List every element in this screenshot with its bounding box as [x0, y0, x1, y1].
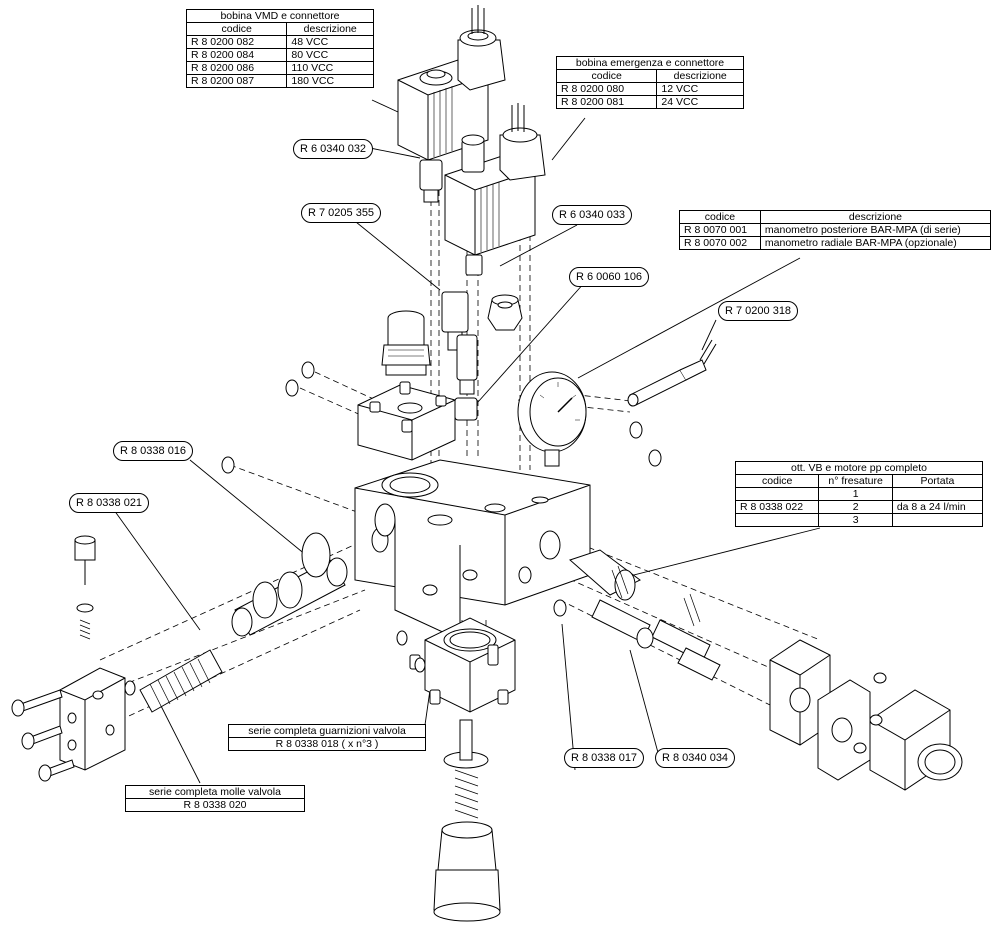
- table-bobina-vmd: bobina VMD e connettore codice descrizio…: [185, 9, 374, 88]
- column-header: codice: [734, 474, 820, 488]
- left-screws: [11, 535, 96, 782]
- bottom-fitting: [433, 719, 501, 922]
- column-header: Portata: [891, 474, 984, 488]
- callout-r-8-0338-016: R 8 0338 016: [113, 441, 194, 461]
- left-end-cap: [59, 667, 126, 771]
- cell-fresature: 1: [818, 487, 893, 501]
- column-header: codice: [185, 22, 288, 36]
- leader-lines: [113, 99, 821, 784]
- cell-codice: [734, 513, 820, 527]
- callout-r-8-0338-021: R 8 0338 021: [69, 493, 150, 513]
- cell-fresature: 2: [818, 500, 893, 514]
- solenoid-emergenza: [444, 103, 546, 276]
- callout-r-8-0338-017: R 8 0338 017: [564, 748, 645, 768]
- table-title: bobina emergenza e connettore: [556, 56, 744, 70]
- right-plate: [769, 639, 871, 781]
- cell-codice: R 8 0200 084: [185, 48, 288, 62]
- callout-r-7-0205-355: R 7 0205 355: [301, 203, 382, 223]
- callout-r-6-0060-106: R 6 0060 106: [569, 267, 650, 287]
- sensor: [627, 339, 717, 407]
- cell-codice: R 8 0200 081: [555, 95, 658, 109]
- callout-r-6-0340-033: R 6 0340 033: [552, 205, 633, 225]
- table-title: serie completa molle valvola: [125, 785, 305, 799]
- cell-descrizione: 24 VCC: [656, 95, 744, 109]
- small-screws: [124, 361, 662, 696]
- callout-r-8-0340-034: R 8 0340 034: [655, 748, 736, 768]
- table-motore: ott. VB e motore pp completo codice n° f…: [734, 461, 984, 527]
- callout-r-7-0200-318: R 7 0200 318: [718, 301, 799, 321]
- left-spool: [139, 503, 396, 713]
- cell-codice: R 8 0200 086: [185, 61, 288, 75]
- cell-descrizione: manometro posteriore BAR-MPA (di serie): [759, 223, 992, 237]
- cell-codice: R 8 0070 002: [679, 236, 761, 250]
- cell-descrizione: 180 VCC: [286, 74, 374, 88]
- pressure-gauge: [517, 371, 587, 467]
- manifold-body: [354, 459, 591, 641]
- fitting: [381, 310, 431, 376]
- column-header: codice: [555, 69, 658, 83]
- cell-descrizione: manometro radiale BAR-MPA (opzionale): [759, 236, 992, 250]
- table-title: bobina VMD e connettore: [186, 9, 374, 23]
- cell-portata: da 8 a 24 l/min: [891, 500, 984, 514]
- column-header: descrizione: [286, 22, 374, 36]
- column-header: n° fresature: [818, 474, 893, 488]
- cell-codice: R 8 0338 020: [125, 798, 305, 812]
- cell-descrizione: 12 VCC: [656, 82, 744, 96]
- cell-descrizione: 48 VCC: [286, 35, 374, 49]
- right-spool: [569, 549, 721, 681]
- cell-fresature: 3: [818, 513, 893, 527]
- column-header: descrizione: [759, 210, 992, 224]
- table-guarnizioni: serie completa guarnizioni valvola R 8 0…: [228, 724, 426, 751]
- cell-codice: R 8 0200 080: [555, 82, 658, 96]
- table-molle: serie completa molle valvola R 8 0338 02…: [125, 785, 305, 812]
- bottom-plate: [409, 617, 516, 713]
- solenoid-vmd: [397, 5, 506, 203]
- callout-r-6-0340-032: R 6 0340 032: [293, 139, 374, 159]
- cell-codice: [734, 487, 820, 501]
- column-header: descrizione: [656, 69, 744, 83]
- table-bobina-emergenza: bobina emergenza e connettore codice des…: [555, 56, 744, 109]
- cell-codice: R 8 0200 087: [185, 74, 288, 88]
- cell-codice: R 8 0200 082: [185, 35, 288, 49]
- cartridge-valves: [441, 291, 523, 421]
- cell-descrizione: 80 VCC: [286, 48, 374, 62]
- cell-descrizione: 110 VCC: [286, 61, 374, 75]
- cell-codice: R 8 0070 001: [679, 223, 761, 237]
- cell-portata: [891, 487, 984, 501]
- column-header: codice: [679, 210, 761, 224]
- cell-codice: R 8 0338 018 ( x n°3 ): [228, 737, 426, 751]
- motor: [853, 672, 963, 791]
- table-title: serie completa guarnizioni valvola: [228, 724, 426, 738]
- table-title: ott. VB e motore pp completo: [735, 461, 983, 475]
- cell-portata: [891, 513, 984, 527]
- cell-codice: R 8 0338 022: [734, 500, 820, 514]
- top-plate: [357, 381, 456, 461]
